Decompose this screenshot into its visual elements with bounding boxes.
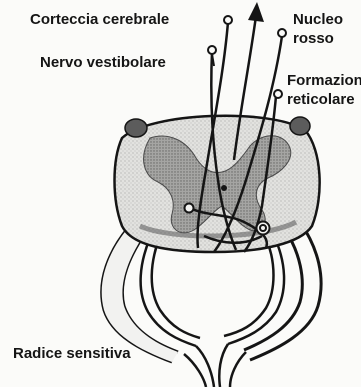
left-dorsal-bump [125, 119, 147, 137]
endpoint-corteccia [224, 16, 232, 24]
label-corteccia-cerebrale: Corteccia cerebrale [30, 11, 169, 28]
label-reticolare: reticolare [287, 91, 355, 108]
label-formazione: Formazione [287, 72, 361, 89]
neuron-center-dot [221, 185, 227, 191]
right-dorsal-bump [290, 117, 310, 135]
label-radice-sensitiva: Radice sensitiva [13, 345, 131, 362]
central-root-bundle [184, 344, 246, 387]
label-nervo-vestibolare: Nervo vestibolare [40, 54, 166, 71]
endpoint-formazione [274, 90, 282, 98]
label-nucleo: Nucleo [293, 11, 343, 28]
label-rosso: rosso [293, 30, 334, 47]
ascending-arrow-icon [248, 2, 264, 22]
neuron-left [185, 204, 194, 213]
neuron-right-inner [260, 225, 266, 231]
endpoint-nucleo [278, 29, 286, 37]
endpoint-vestibolare [208, 46, 216, 54]
